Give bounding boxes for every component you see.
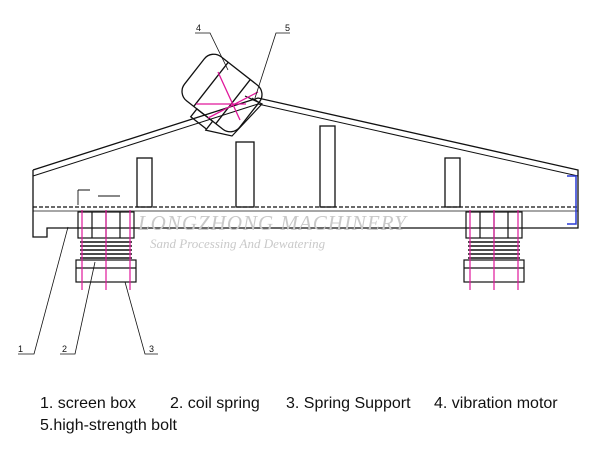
- legend-item-vibration-motor: 4. vibration motor: [434, 395, 558, 412]
- legend-item-spring-support: 3. Spring Support: [286, 395, 411, 412]
- parts-legend: 1. screen box 2. coil spring 3. Spring S…: [40, 395, 580, 439]
- watermark-title: LONGZHONG MACHINERY: [137, 211, 408, 235]
- callout-4: 4: [196, 23, 201, 33]
- right-spring-centerlines: [469, 210, 519, 290]
- callout-3: 3: [149, 344, 154, 354]
- callout-2: 2: [62, 344, 67, 354]
- screen-diagram: 1 2 3 4 5 LONGZHONG MACHINERY Sand Proce…: [18, 23, 579, 355]
- leader-lines: [18, 32, 290, 355]
- legend-row-2: 5.high-strength bolt: [40, 417, 580, 439]
- callout-1: 1: [18, 344, 23, 354]
- motor-centerlines: [196, 71, 259, 121]
- legend-row-1: 1. screen box 2. coil spring 3. Spring S…: [40, 395, 580, 417]
- watermark-subtitle: Sand Processing And Dewatering: [150, 236, 326, 251]
- vibration-motor: [181, 53, 264, 137]
- screen-box: [32, 97, 579, 238]
- callout-5: 5: [285, 23, 290, 33]
- left-spring-centerlines: [81, 210, 131, 290]
- legend-item-screen-box: 1. screen box: [40, 395, 137, 412]
- legend-item-high-strength-bolt: 5.high-strength bolt: [40, 417, 177, 434]
- legend-item-coil-spring: 2. coil spring: [170, 395, 260, 412]
- discharge-lip: [567, 175, 577, 225]
